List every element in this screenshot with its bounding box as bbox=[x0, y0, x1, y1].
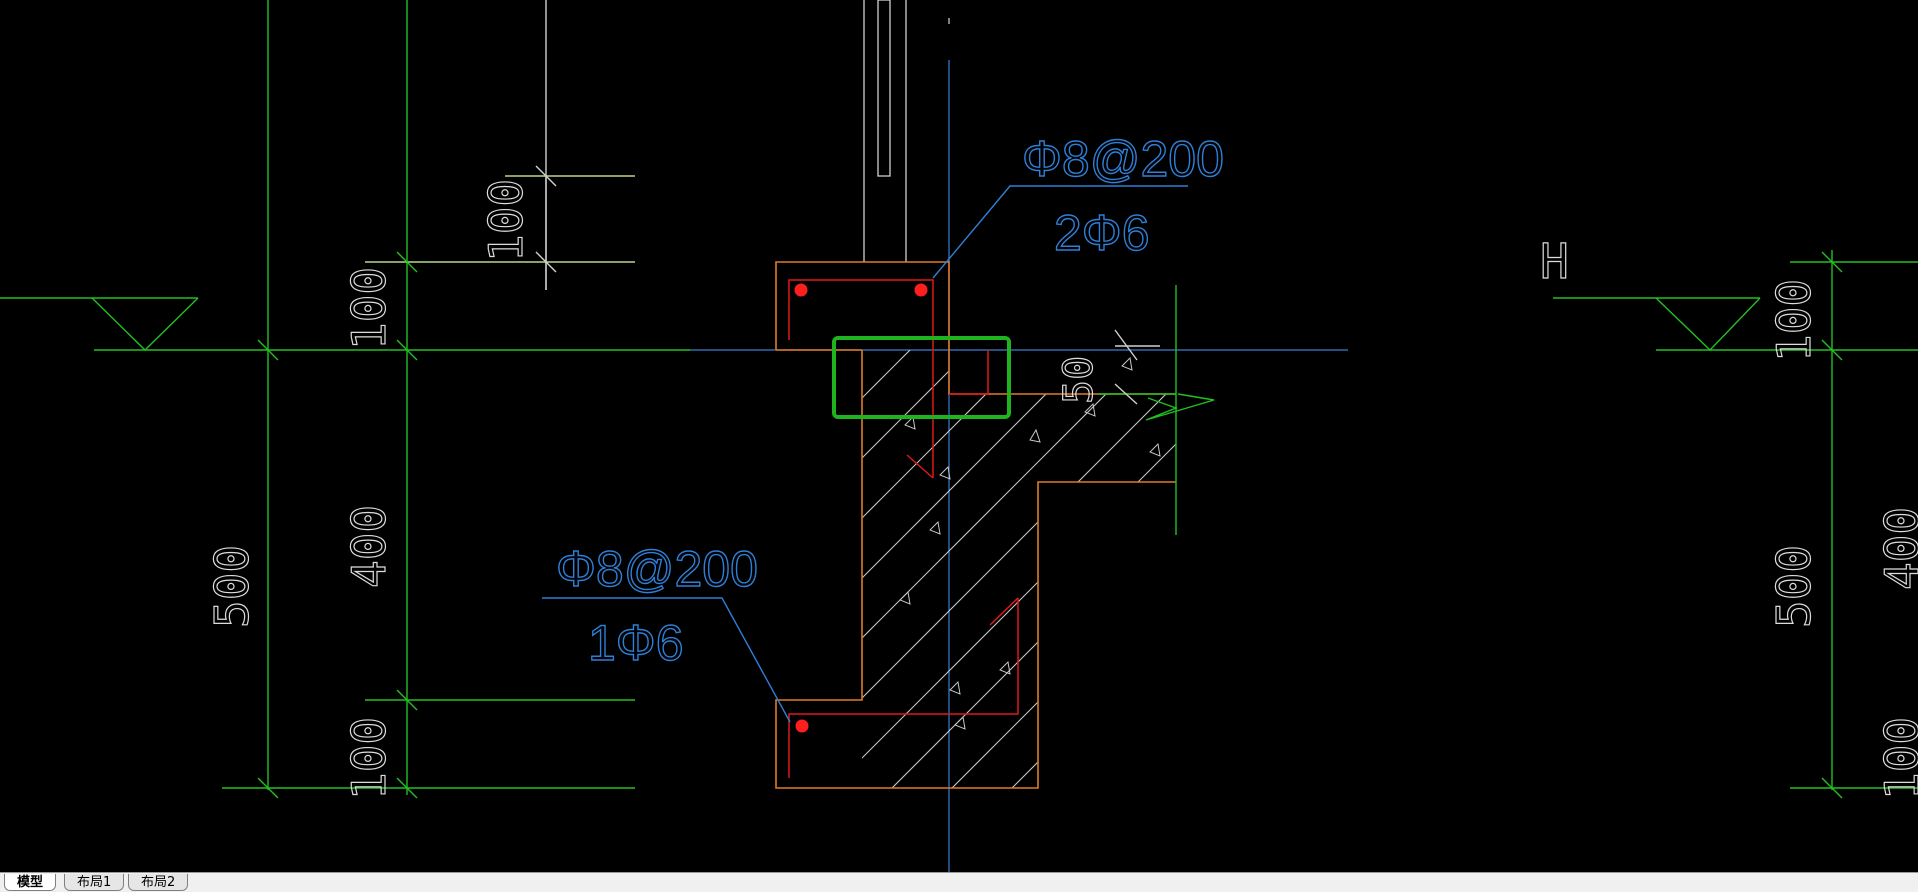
concrete-hatch bbox=[862, 350, 1176, 788]
tab-layout1[interactable]: 布局1 bbox=[64, 874, 125, 891]
section-right-dimension bbox=[1098, 285, 1215, 535]
dim-text-500: 500 bbox=[205, 545, 259, 628]
cad-drawing-canvas[interactable]: 100 100 400 500 100 bbox=[0, 0, 1918, 872]
dim-text-400: 400 bbox=[342, 505, 396, 588]
section-outline bbox=[775, 261, 1176, 789]
dim-text-100-upper: 100 bbox=[479, 179, 533, 262]
dim-text-100-mid: 100 bbox=[342, 267, 396, 350]
rebar-bar-bottom bbox=[795, 719, 809, 733]
layout-tab-bar: 模型 布局1 布局2 bbox=[0, 872, 1918, 892]
right-label-h: H bbox=[1540, 234, 1569, 290]
rebar-top-stirrup-label: Φ8@200 bbox=[1022, 131, 1224, 187]
right-dim-text-100-lower: 100 bbox=[1875, 717, 1918, 800]
section-axis-lines bbox=[690, 0, 1348, 872]
right-dim-text-100-upper: 100 bbox=[1767, 279, 1821, 362]
dim-text-50: 50 bbox=[1056, 356, 1102, 404]
right-dim-text-500: 500 bbox=[1767, 545, 1821, 628]
rebar-dots bbox=[794, 283, 928, 733]
left-dimension-lines bbox=[0, 0, 690, 799]
right-dim-text-400: 400 bbox=[1875, 507, 1918, 590]
cad-model-space[interactable]: 100 100 400 500 100 bbox=[0, 0, 1918, 872]
rebar-bar-top-right bbox=[914, 283, 928, 297]
tab-model[interactable]: 模型 bbox=[4, 874, 57, 891]
rebar-leader-lines bbox=[542, 185, 1188, 723]
right-dimension-lines bbox=[1553, 250, 1918, 799]
rebar-top-bars-label: 2Φ6 bbox=[1054, 205, 1150, 261]
rebar-bottom-stirrup-label: Φ8@200 bbox=[556, 541, 758, 597]
concrete-aggregate-marks bbox=[899, 356, 1161, 730]
highlight-selection-box[interactable] bbox=[832, 336, 1011, 419]
left-dimension-texts: 100 100 400 500 100 bbox=[204, 178, 533, 800]
rebar-bottom-bars-label: 1Φ6 bbox=[588, 615, 684, 671]
tab-layout2[interactable]: 布局2 bbox=[128, 874, 189, 891]
dim-text-100-lower: 100 bbox=[342, 717, 396, 800]
right-dimension-texts: 100 500 400 100 bbox=[1766, 278, 1918, 800]
rebar-stirrups bbox=[788, 279, 1019, 778]
rebar-bar-top-left bbox=[794, 283, 808, 297]
